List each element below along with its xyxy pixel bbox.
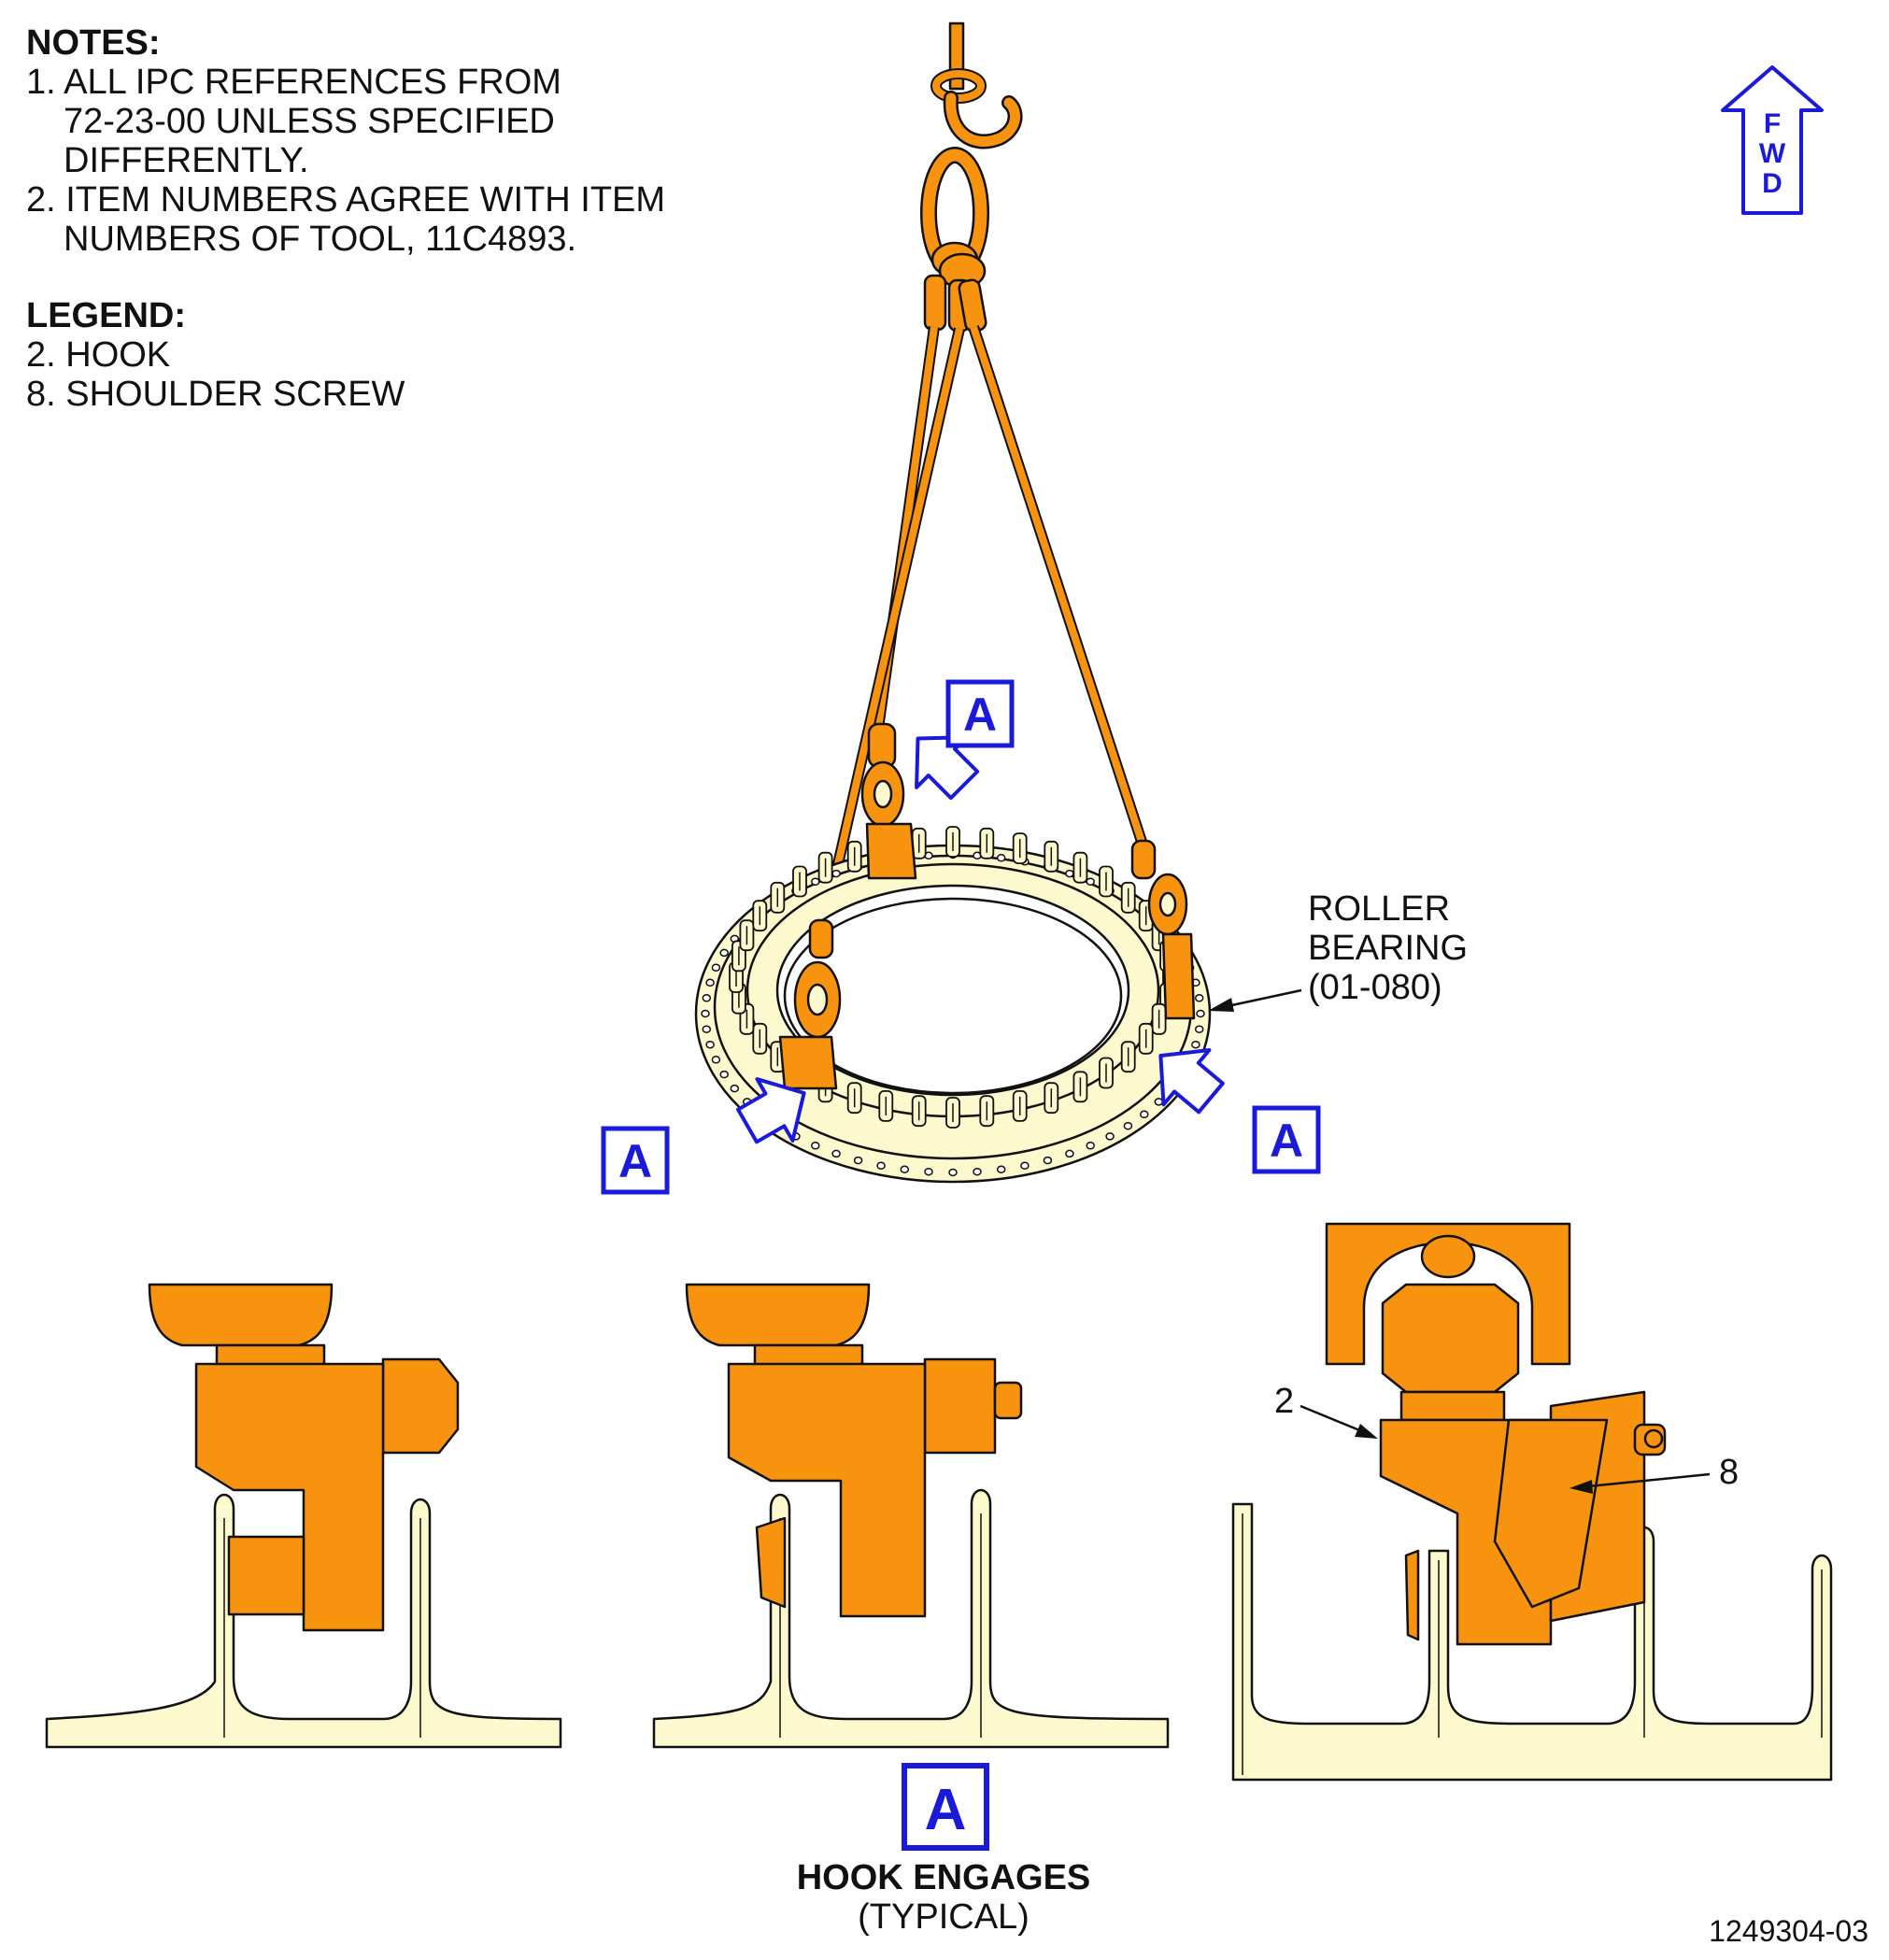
callout-a-top: A [945,679,1015,748]
callout-a-left: A [601,1126,670,1195]
svg-text:(01-080): (01-080) [1308,968,1442,1007]
fwd-arrow-icon: F W D [1721,65,1824,215]
detail-title: HOOK ENGAGES [797,1858,1091,1897]
svg-text:A: A [618,1135,652,1187]
svg-text:ROLLER: ROLLER [1308,889,1450,929]
legend-item-hook: 2. HOOK [26,335,170,375]
item-label-shoulder-screw: 8 [1569,1453,1739,1494]
note-1-line-a: 1. ALL IPC REFERENCES FROM [26,63,561,102]
note-1-line-c: DIFFERENTLY. [64,141,309,180]
note-2-line-a: 2. ITEM NUMBERS AGREE WITH ITEM [26,180,665,220]
fwd-letter-d: D [1762,168,1782,199]
detail-subtitle: (TYPICAL) [858,1897,1030,1937]
figure-id: 1249304-03 [1709,1914,1868,1948]
detail-panel-1 [45,1283,562,1749]
fwd-letter-w: W [1759,138,1786,169]
note-1-line-b: 72-23-00 UNLESS SPECIFIED [64,102,555,141]
roller-bearing-label: ROLLER BEARING (01-080) [1208,889,1468,1012]
notes-heading: NOTES: [26,23,161,63]
callout-a-right: A [1252,1105,1321,1174]
svg-text:BEARING: BEARING [1308,929,1468,968]
detail-panel-2 [652,1283,1170,1749]
lifting-sling [920,21,1023,333]
svg-text:A: A [925,1778,967,1842]
legend-heading: LEGEND: [26,296,186,335]
detail-panel-3 [1231,1222,1833,1782]
svg-text:A: A [1270,1115,1303,1167]
svg-text:8: 8 [1719,1453,1739,1492]
sling-cables [817,325,1150,936]
fwd-letter-f: F [1764,108,1781,139]
legend-block: LEGEND: 2. HOOK 8. SHOULDER SCREW [26,296,405,414]
detail-callout: A [902,1763,989,1851]
ring-hook-assemblies [778,722,1196,1090]
note-2-line-b: NUMBERS OF TOOL, 11C4893. [64,220,576,259]
item-label-hook: 2 [1274,1382,1378,1439]
legend-item-shoulder-screw: 8. SHOULDER SCREW [26,375,405,414]
svg-text:A: A [963,689,997,741]
notes-block: NOTES: 1. ALL IPC REFERENCES FROM 72-23-… [26,23,665,259]
svg-text:2: 2 [1274,1382,1294,1421]
